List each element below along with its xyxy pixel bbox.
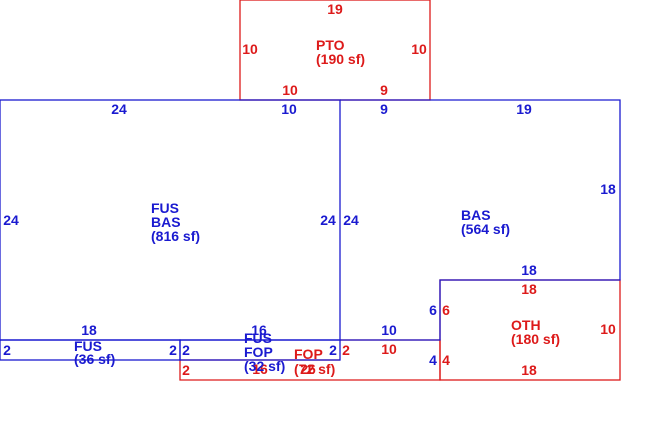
dim-small-right: 2 xyxy=(169,342,177,358)
pto-code: PTO xyxy=(316,37,345,53)
dim-pto-bottom-left: 10 xyxy=(282,82,298,98)
dim-pto-left: 10 xyxy=(242,41,258,57)
dim-bas-top-left: 9 xyxy=(380,101,388,117)
dim-mid-left: 2 xyxy=(182,342,190,358)
dim-fus-right: 24 xyxy=(320,212,336,228)
dim-bas-top-right: 19 xyxy=(516,101,532,117)
fus-fop-code-2: FOP xyxy=(244,344,273,360)
dim-pto-right: 10 xyxy=(411,41,427,57)
dim-fop-bottom-a: 16 xyxy=(252,361,268,377)
dim-oth-left-blue: 6 xyxy=(429,302,437,318)
dim-oth-left-low-red: 4 xyxy=(442,352,450,368)
dim-bas-bottom: 18 xyxy=(521,262,537,278)
dim-small-top: 18 xyxy=(81,322,97,338)
dim-fus-top-left: 24 xyxy=(111,101,127,117)
dim-fop-bottom-b: 26 xyxy=(300,361,316,377)
fus-bas-area: (816 sf) xyxy=(151,228,200,244)
fop-code: FOP xyxy=(294,346,323,362)
bas-outline xyxy=(340,99,621,341)
oth-code: OTH xyxy=(511,317,541,333)
dim-fus-top-right: 10 xyxy=(281,101,297,117)
dim-fop-top-red: 10 xyxy=(381,341,397,357)
pto-area: (190 sf) xyxy=(316,51,365,67)
dim-bas-left: 24 xyxy=(343,212,359,228)
dim-bas-right: 18 xyxy=(600,181,616,197)
fus-small-code: FUS xyxy=(74,338,102,354)
dim-oth-left-low-blue: 4 xyxy=(429,352,437,368)
dim-pto-top: 19 xyxy=(327,1,343,17)
dim-pto-bottom-right: 9 xyxy=(380,82,388,98)
bas-area: (564 sf) xyxy=(461,221,510,237)
fus-small-area: (36 sf) xyxy=(74,351,115,367)
dim-oth-bottom: 18 xyxy=(521,362,537,378)
fus-fop-outline xyxy=(179,339,341,361)
bas-code: BAS xyxy=(461,207,491,223)
dim-small-left: 2 xyxy=(3,342,11,358)
fus-fop-code-1: FUS xyxy=(244,330,272,346)
dim-mid-top: 16 xyxy=(251,322,267,338)
dim-oth-left-red: 6 xyxy=(442,302,450,318)
oth-area: (180 sf) xyxy=(511,331,560,347)
dim-fop-right: 2 xyxy=(342,342,350,358)
dim-mid-right: 2 xyxy=(329,342,337,358)
fop-area: (72 sf) xyxy=(294,361,335,377)
dim-oth-right: 10 xyxy=(600,321,616,337)
dim-fop-top-blue: 10 xyxy=(381,322,397,338)
dim-oth-top: 18 xyxy=(521,281,537,297)
fus-fop-area: (32 sf) xyxy=(244,358,285,374)
fus-bas-code-2: BAS xyxy=(151,214,181,230)
fus-bas-code-1: FUS xyxy=(151,200,179,216)
dim-fus-left: 24 xyxy=(3,212,19,228)
dim-fop-left: 2 xyxy=(182,362,190,378)
